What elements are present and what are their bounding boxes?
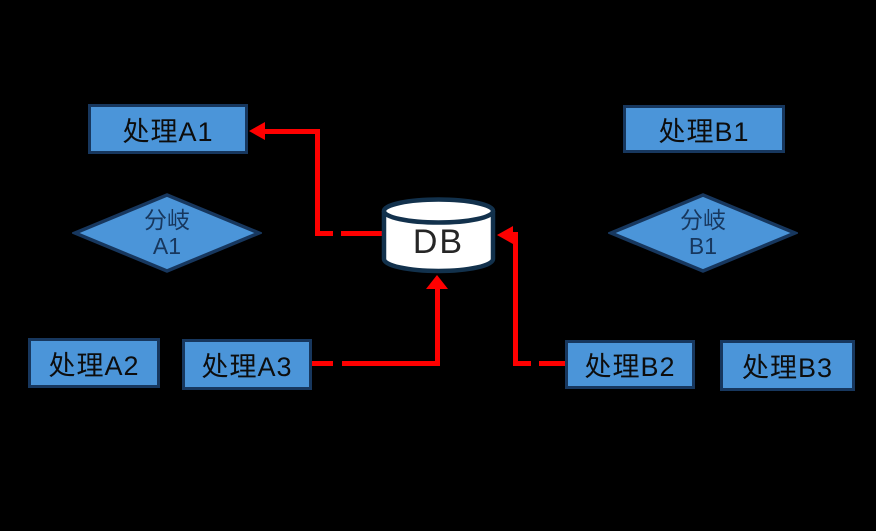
node-process-b2: 处理B2: [565, 340, 695, 389]
edge-a3-to-db-arrowhead-icon: [426, 275, 448, 289]
edge-b2-to-db-segment: [513, 232, 518, 366]
edge-db-to-a1-segment: [315, 231, 333, 236]
diamond-shape-icon: [608, 193, 798, 273]
node-branch-a1: 分岐 A1: [72, 193, 262, 273]
edge-b2-to-db-segment: [539, 361, 566, 366]
branch-b1-line2: B1: [688, 233, 718, 259]
edge-db-to-a1-segment: [341, 231, 382, 236]
node-process-b3-label: 处理B3: [741, 353, 834, 383]
node-process-b2-label: 处理B2: [584, 352, 676, 382]
edge-db-to-a1-arrowhead-icon: [249, 122, 265, 140]
edge-b2-to-db-segment: [515, 361, 531, 366]
edge-a3-to-db-segment: [342, 361, 440, 366]
node-db-label: DB: [412, 223, 465, 261]
edge-db-to-a1-segment: [315, 129, 320, 236]
node-process-b3: 处理B3: [720, 340, 855, 391]
node-process-a1-label: 处理A1: [122, 116, 214, 147]
node-process-a3: 处理A3: [182, 339, 312, 390]
node-branch-b1-label: 分岐 B1: [608, 193, 798, 273]
branch-b1-line1: 分岐: [680, 207, 726, 233]
node-process-b1: 处理B1: [623, 105, 785, 153]
edge-a3-to-db-segment: [310, 361, 333, 366]
edge-db-to-a1-segment: [265, 129, 320, 134]
node-process-a3-label: 处理A3: [201, 352, 293, 382]
branch-a1-line1: 分岐: [144, 207, 190, 233]
branch-a1-line2: A1: [152, 233, 182, 259]
database-cylinder-icon: [381, 197, 496, 274]
node-process-a2-label: 处理A2: [48, 350, 140, 381]
node-branch-b1: 分岐 B1: [608, 193, 798, 273]
edge-b2-to-db-arrowhead-icon: [497, 226, 513, 244]
edge-a3-to-db-segment: [435, 287, 440, 366]
node-branch-a1-label: 分岐 A1: [72, 193, 262, 273]
node-process-a2: 处理A2: [28, 338, 160, 388]
diamond-shape-icon: [72, 193, 262, 273]
node-process-a1: 处理A1: [88, 104, 248, 154]
node-process-b1-label: 处理B1: [658, 116, 750, 147]
node-db: DB: [381, 197, 496, 275]
